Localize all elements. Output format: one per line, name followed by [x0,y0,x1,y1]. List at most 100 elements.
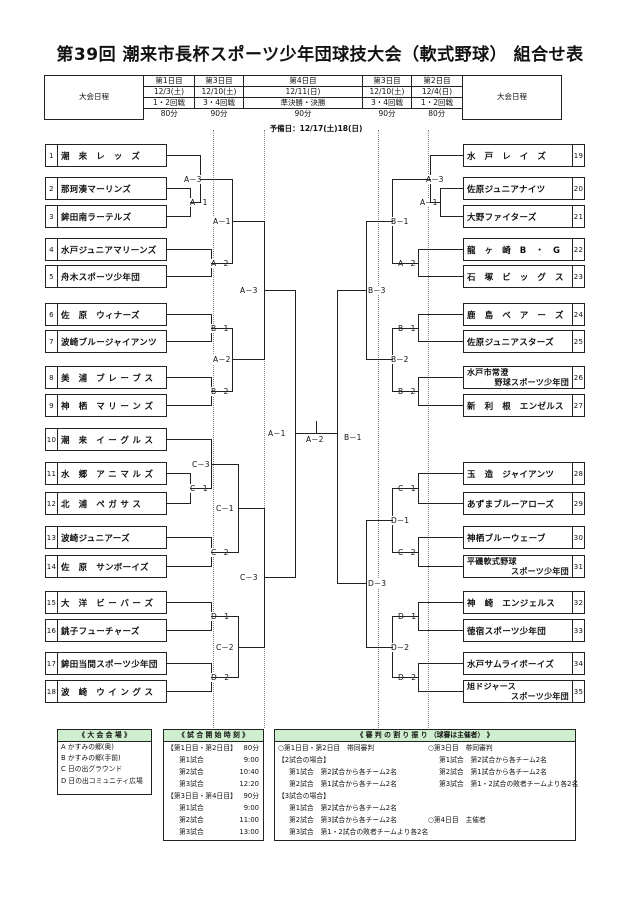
team-number: 14 [46,556,58,577]
team-number: 22 [572,239,584,260]
bracket-line [211,551,239,553]
bracket-line [418,276,464,277]
umpire-rule: 第3試合 第1・2試合の敗者チームより各2名 [289,828,429,836]
bracket-line [200,178,233,180]
bracket-line [167,249,212,250]
team-number: 30 [572,527,584,548]
schedule-label-left: 大会日程 [44,75,144,120]
team-number: 2 [46,178,58,199]
bracket-line [211,262,233,264]
bracket-line [392,677,419,678]
umpire-rule [425,790,575,802]
team-name: 佐原ジュニアナイツ [467,184,546,195]
match-label: B－1 [343,432,363,442]
bracket-line [430,202,441,203]
bracket-line [337,583,367,585]
team-number: 21 [572,206,584,227]
team-number: 18 [46,681,58,702]
venue-title: 《 大 会 会 場 》 [58,730,151,742]
bracket-line [366,646,393,648]
start-time-value: 90分 [243,792,259,800]
sched-time: 90分 [210,109,228,118]
team-name: 佐 原 サンボーイズ [61,562,149,573]
start-time-value: 9:00 [243,756,259,764]
bracket-line [392,551,419,553]
bracket-line [418,341,464,342]
team-number: 32 [572,592,584,613]
bracket-line [418,249,464,250]
team-name: 佐 原 ウィナーズ [61,310,140,321]
bracket-line [167,602,212,603]
umpire-rule: 第3試合 第1・2試合の敗者チームより各2名 [439,780,579,788]
team-number: 20 [572,178,584,199]
start-time-value: 11:00 [239,816,259,824]
team-name: 水 戸 レ イ ズ [467,151,547,162]
team-name: 潮 来 イ ー グ ル ス [61,435,154,446]
sched-round: 3・4回戦 [362,97,412,109]
bracket-line [430,155,464,156]
team-name-line2: スポーツ少年団 [511,691,569,701]
umpire-rule: 第1試合 第2試合から各チーム2名 [439,756,547,764]
team-name: 銚子フューチャーズ [61,626,140,637]
round-divider [264,130,265,728]
start-time-label: 【第3日目・第4日目】 [167,792,237,800]
bracket-line [190,488,212,489]
team-name: 波 崎 ウ イ ン グ ス [61,687,154,698]
match-label: B－3 [367,285,387,295]
bracket-line [238,507,265,509]
bracket-line [418,566,464,567]
venue-item: A かすみの郷(奥) [61,743,114,751]
team-name: あずまブルーアローズ [467,499,555,510]
bracket-line [392,488,419,489]
sched-date: 12/10(土) [362,86,412,98]
team-name: 水 郷 ア ニ マ ル ズ [61,469,154,480]
team-number: 9 [46,395,58,416]
match-label: A－2 [305,435,325,445]
sched-round: 3・4回戦 [194,97,244,109]
bracket-line [167,663,212,664]
sched-time: 80分 [428,109,446,118]
team-name: 佐原ジュニアスターズ [467,337,554,348]
team-name: 大野ファイターズ [467,212,537,223]
team-name: 水戸ジュニアマリーンズ [61,245,157,256]
start-time-value: 13:00 [239,828,259,836]
bracket-line [167,216,191,217]
sched-day: 第3日目 [194,75,244,87]
team-entry: 22龍 ヶ 崎 B ・ G ・ Y [463,238,585,261]
team-entry: 21 大野ファイターズ [463,205,585,228]
start-time-value: 9:00 [243,804,259,812]
team-number: 26 [572,367,584,388]
venue-item: B かすみの郷(手前) [61,754,121,763]
bracket-line [316,421,317,435]
team-number: 7 [46,331,58,352]
bracket-line [211,616,239,617]
bracket-line [418,314,464,315]
team-name: 徳宿スポーツ少年団 [467,626,547,637]
start-time-label: 第1試合 [179,756,204,764]
team-name-line2: 野球スポーツ少年団 [494,377,569,387]
team-name: 波崎ジュニアーズ [61,533,130,544]
bracket-line [211,463,239,465]
team-name: 北 浦 ペ ガ サ ス [61,499,142,510]
bracket-line [167,439,212,440]
team-number: 33 [572,620,584,641]
sched-round: 1・2回戦 [411,97,463,109]
team-name: 新 利 根 エンゼルス [467,401,564,412]
team-name: 神栖ブルーウェーブ [467,533,546,544]
bracket-line [337,289,338,585]
team-name: 鉾田南ラーテルズ [61,212,132,223]
round-divider [428,130,429,728]
